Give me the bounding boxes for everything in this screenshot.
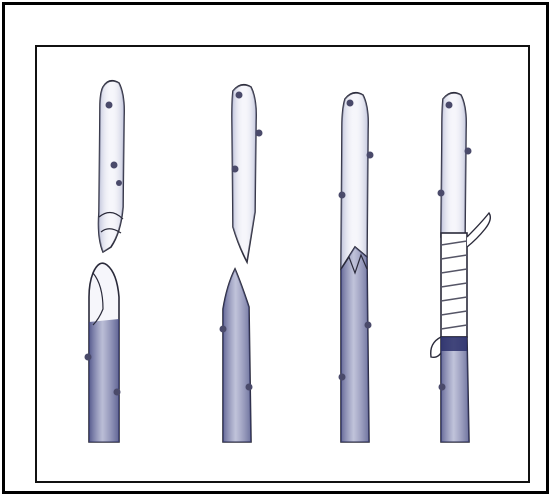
bud-icon xyxy=(439,384,446,391)
panel-step-3 xyxy=(339,93,374,442)
bud-icon xyxy=(256,130,263,137)
bud-icon xyxy=(85,354,92,361)
bud-icon xyxy=(347,100,354,107)
grafting-illustration xyxy=(37,47,528,481)
bud-icon xyxy=(116,180,122,186)
bud-icon xyxy=(365,322,372,329)
panel-step-2 xyxy=(220,85,263,442)
bud-icon xyxy=(220,326,227,333)
bud-icon xyxy=(367,152,374,159)
bud-icon xyxy=(446,102,453,109)
bud-icon xyxy=(106,102,113,109)
tie-end-top xyxy=(467,213,490,247)
bud-icon xyxy=(236,92,243,99)
bud-icon xyxy=(114,389,121,396)
bud-icon xyxy=(339,374,346,381)
bud-icon xyxy=(232,166,239,173)
illustration-frame xyxy=(35,45,530,483)
bud-icon xyxy=(438,190,445,197)
bud-icon xyxy=(111,162,118,169)
bud-icon xyxy=(339,192,346,199)
bud-icon xyxy=(465,148,472,155)
bud-icon xyxy=(246,384,253,391)
outer-frame xyxy=(2,2,549,494)
panel-step-4 xyxy=(431,93,491,442)
panel-step-1 xyxy=(85,81,125,442)
